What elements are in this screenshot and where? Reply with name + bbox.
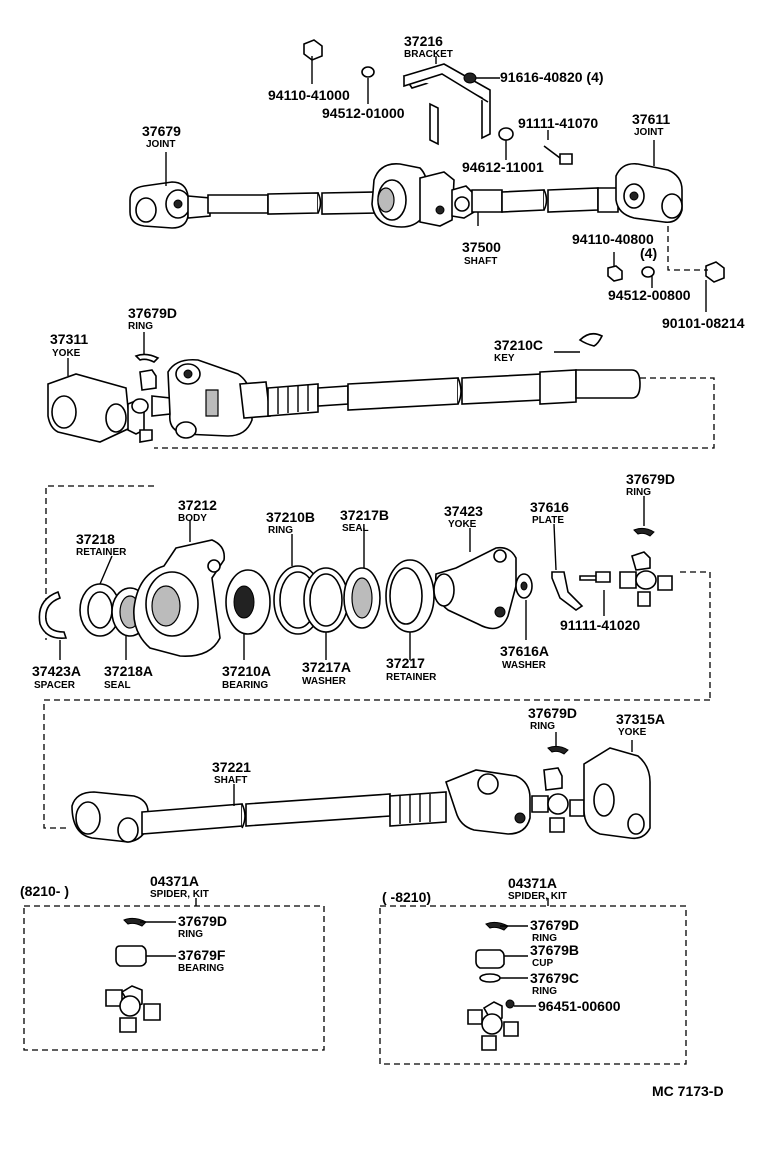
label-37679-name: JOINT [146, 139, 175, 150]
label-37679-number: 37679 [142, 123, 181, 139]
kit-right-item-2-number: 37679B [530, 942, 579, 958]
label-37679D-a-number: 37679D [128, 305, 177, 321]
label-37210C-number: 37210C [494, 337, 543, 353]
label-94110-40800: 94110-40800 [572, 231, 654, 247]
label-37423-number: 37423 [444, 503, 483, 519]
label-37315A-number: 37315A [616, 711, 665, 727]
kit-right-item-2-name: CUP [532, 958, 553, 969]
label-37616-name: PLATE [532, 515, 564, 526]
label-37210A-name: BEARING [222, 680, 268, 691]
joint-left-drawing [129, 181, 211, 229]
label-37217B-number: 37217B [340, 507, 389, 523]
label-37217A-name: WASHER [302, 676, 347, 687]
label-91616-40820: 91616-40820 (4) [500, 69, 604, 85]
label-37679D-b-name: RING [626, 487, 651, 498]
kit-left-item-2-name: BEARING [178, 963, 224, 974]
label-37218-name: RETAINER [76, 547, 127, 558]
label-37221-number: 37221 [212, 759, 251, 775]
kit-right-item-4-number: 96451-00600 [538, 998, 621, 1014]
label-37616-number: 37616 [530, 499, 569, 515]
small-fasteners [303, 39, 725, 283]
shaft-37500-drawing [207, 163, 619, 228]
plate-37616-drawing [551, 571, 584, 611]
label-37210C-name: KEY [494, 353, 515, 364]
label-37679D-c-name: RING [530, 721, 555, 732]
kit-left-item-1-name: RING [178, 929, 203, 940]
kit-right-box [379, 898, 687, 1065]
label-94110-40800-qty: (4) [640, 245, 657, 261]
label-37616A-number: 37616A [500, 643, 549, 659]
label-37679D-c-number: 37679D [528, 705, 577, 721]
label-37216-number: 37216 [404, 33, 443, 49]
label-37218A-name: SEAL [104, 680, 131, 691]
label-37210A-number: 37210A [222, 663, 271, 679]
label-37217B-name: SEAL [342, 523, 369, 534]
label-37212-number: 37212 [178, 497, 217, 513]
label-37218A-number: 37218A [104, 663, 153, 679]
label-37217A-number: 37217A [302, 659, 351, 675]
section-center-bearing [38, 485, 711, 700]
label-37210B-name: RING [268, 525, 293, 536]
label-37611-name: JOINT [634, 127, 663, 138]
kit-right-range: ( -8210) [382, 889, 431, 905]
footer-code: MC 7173-D [652, 1083, 724, 1099]
kit-left-box [23, 898, 325, 1051]
label-91111-41020: 91111-41020 [560, 617, 640, 633]
label-37611-number: 37611 [632, 111, 670, 127]
bracket-37216-drawing [402, 63, 491, 146]
kit-left-name: SPIDER, KIT [150, 889, 209, 900]
section-slip-shaft [47, 332, 715, 449]
label-37500-number: 37500 [462, 239, 501, 255]
kit-right-item-3-number: 37679C [530, 970, 579, 986]
kit-right-number: 04371A [508, 875, 557, 891]
kit-left-range: (8210- ) [20, 883, 69, 899]
label-37217-name: RETAINER [386, 672, 437, 683]
kit-left-item-1-number: 37679D [178, 913, 227, 929]
label-37221-name: SHAFT [214, 775, 247, 786]
kit-right-item-1-name: RING [532, 933, 557, 944]
label-37210B-number: 37210B [266, 509, 315, 525]
label-37423-name: YOKE [448, 519, 477, 530]
key-37210C-drawing [578, 332, 604, 347]
spacer-37423A-drawing [38, 590, 68, 640]
label-37311-name: YOKE [52, 348, 81, 359]
kit-right-item-3-name: RING [532, 986, 557, 997]
section-front-shaft [43, 699, 710, 843]
label-37679D-b-number: 37679D [626, 471, 675, 487]
label-94110-41000: 94110-41000 [268, 87, 350, 103]
kit-right-item-1-number: 37679D [530, 917, 579, 933]
label-90101-08214: 90101-08214 [662, 315, 745, 331]
label-37679D-a-name: RING [128, 321, 153, 332]
label-37212-name: BODY [178, 513, 207, 524]
label-37423A-name: SPACER [34, 680, 76, 691]
label-37616A-name: WASHER [502, 660, 547, 671]
kit-left-number: 04371A [150, 873, 199, 889]
labels: 37216 BRACKET 94110-41000 94512-01000 91… [20, 33, 745, 1099]
section-shaft-assembly [129, 39, 725, 312]
label-91111-41070: 91111-41070 [518, 115, 598, 131]
label-94612-11001: 94612-11001 [462, 159, 544, 175]
kit-left-item-2-number: 37679F [178, 947, 226, 963]
label-37218-number: 37218 [76, 531, 115, 547]
label-37423A-number: 37423A [32, 663, 81, 679]
kit-right-name: SPIDER, KIT [508, 891, 567, 902]
label-37217-number: 37217 [386, 655, 425, 671]
label-94512-01000: 94512-01000 [322, 105, 405, 121]
label-37216-name: BRACKET [404, 49, 453, 60]
label-94512-00800: 94512-00800 [608, 287, 691, 303]
label-37311-number: 37311 [50, 331, 88, 347]
label-37315A-name: YOKE [618, 727, 647, 738]
label-37500-name: SHAFT [464, 256, 497, 267]
joint-right-drawing [615, 162, 683, 224]
